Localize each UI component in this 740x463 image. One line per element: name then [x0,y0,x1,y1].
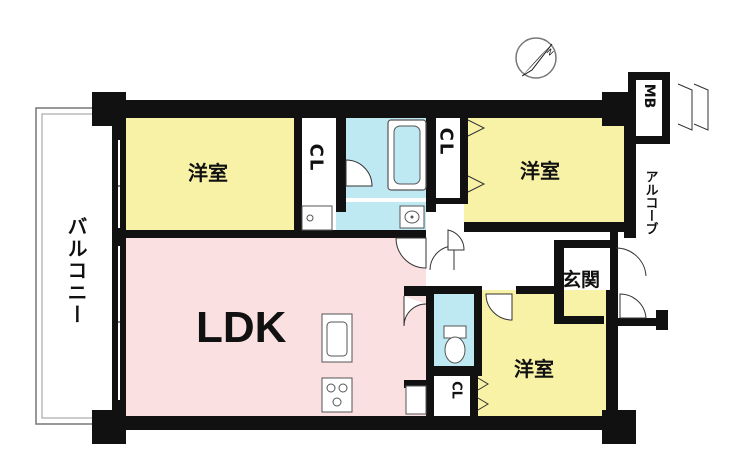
svg-text:N: N [545,47,556,58]
western-room-1-floor [126,118,296,230]
window-ticks [116,185,634,371]
alcove-label: アルコーブ [643,170,659,235]
balcony-label: バルコニー [64,216,88,326]
balcony-area [35,107,121,425]
closet-1-label: CL [306,144,327,173]
walls [92,72,670,444]
closet-3-label: CL [449,381,464,399]
north-arrow-icon: N [515,37,557,79]
kitchen-sink-icon [321,313,353,363]
refrigerator-space [405,385,427,415]
closet-2-label: CL [436,128,457,157]
western-room-3-label: 洋室 [514,357,554,381]
ldk-floor [126,238,426,416]
closet-2-text: CL [436,128,457,157]
western-room-2-floor [464,118,624,226]
washbasin-icon [399,205,425,229]
stove-icon [321,377,353,413]
drain-icon [306,214,314,222]
meter-box-label: MB [641,84,657,109]
bathtub-icon [387,119,427,191]
western-room-2-label: 洋室 [520,159,560,183]
closet-1-text: CL [306,144,327,173]
ldk-label: LDK [196,303,287,352]
entrance-label: 玄関 [562,268,600,291]
toilet-icon [443,325,467,364]
western-room-1-label: 洋室 [188,161,228,185]
closet-3-text: CL [449,381,464,399]
door-swings [302,83,709,411]
